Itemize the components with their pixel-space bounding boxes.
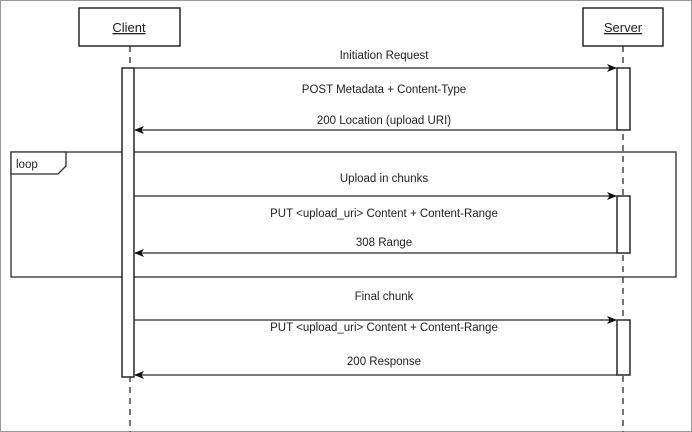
participant-client[interactable]: Client <box>78 7 181 47</box>
message-label-200-response: 200 Response <box>347 356 421 368</box>
loop-fragment-tag <box>10 151 67 175</box>
group-label-upload-in-chunks: Upload in chunks <box>340 173 428 185</box>
message-label-200-location: 200 Location (upload URI) <box>317 115 451 127</box>
participant-box-server[interactable] <box>582 7 664 47</box>
loop-fragment: loop <box>10 151 677 278</box>
message-labels-layer: POST Metadata + Content-Type 200 Locatio… <box>270 84 498 368</box>
group-labels-layer: Initiation Request Upload in chunks Fina… <box>340 50 430 303</box>
messages-layer <box>134 64 617 379</box>
participant-label-server: Server <box>604 20 643 35</box>
participant-box-client[interactable] <box>78 7 181 47</box>
message-label-308-range: 308 Range <box>356 237 412 249</box>
participant-label-client: Client <box>112 20 146 35</box>
group-label-final-chunk: Final chunk <box>355 291 414 303</box>
activation-server-final <box>616 319 631 376</box>
group-label-initiation-request: Initiation Request <box>340 50 430 62</box>
message-label-put-chunk: PUT <upload_uri> Content + Content-Range <box>270 208 498 220</box>
activations-layer <box>121 67 631 378</box>
loop-fragment-operator-label: loop <box>16 159 38 171</box>
message-label-post-metadata: POST Metadata + Content-Type <box>302 84 466 96</box>
activation-server-chunk <box>616 195 631 254</box>
message-label-put-final-chunk: PUT <upload_uri> Content + Content-Range <box>270 322 498 334</box>
participant-server[interactable]: Server <box>582 7 664 47</box>
activation-server-initiation <box>616 67 631 131</box>
loop-fragment-frame <box>10 151 677 278</box>
activation-client-main <box>121 67 135 378</box>
